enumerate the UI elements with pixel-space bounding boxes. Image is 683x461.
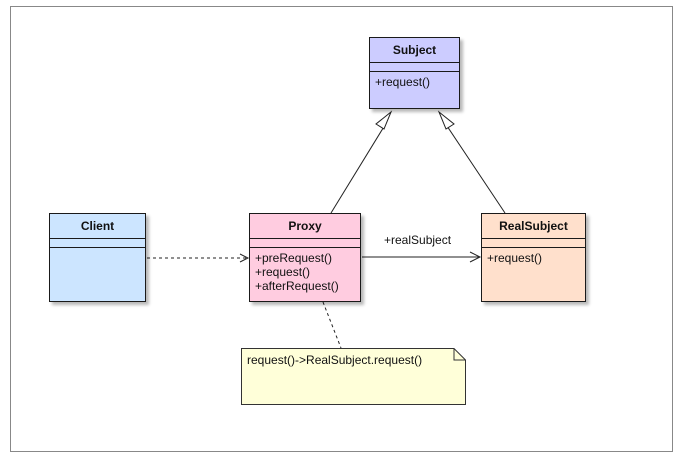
proxy-class-name: Proxy <box>250 214 360 239</box>
realsubject-operations: +request() <box>482 248 585 265</box>
client-class-name: Client <box>50 214 145 239</box>
association-label: +realSubject <box>384 233 452 247</box>
client-attributes <box>50 239 145 248</box>
client-operations <box>50 248 145 251</box>
proxy-op-afterrequest: +afterRequest() <box>255 279 339 293</box>
subject-operations: +request() <box>370 72 459 89</box>
realsubject-class-name: RealSubject <box>482 214 585 239</box>
realsubject-attributes <box>482 239 585 248</box>
proxy-op-prerequest: +preRequest() <box>255 251 333 265</box>
proxy-op-request: +request() <box>255 265 311 279</box>
proxy-class[interactable]: Proxy +preRequest() +request() +afterReq… <box>249 213 361 302</box>
realsubject-op-request: +request() <box>487 251 543 265</box>
subject-class[interactable]: Subject +request() <box>369 37 460 109</box>
proxy-attributes <box>250 239 360 248</box>
subject-op-request: +request() <box>375 75 431 89</box>
subject-attributes <box>370 63 459 72</box>
note-shape <box>241 348 466 405</box>
client-class[interactable]: Client <box>49 213 146 302</box>
note-text: request()->RealSubject.request() <box>247 353 423 367</box>
note[interactable]: request()->RealSubject.request() <box>241 348 466 405</box>
proxy-operations: +preRequest() +request() +afterRequest() <box>250 248 360 293</box>
subject-class-name: Subject <box>370 38 459 63</box>
realsubject-class[interactable]: RealSubject +request() <box>481 213 586 302</box>
